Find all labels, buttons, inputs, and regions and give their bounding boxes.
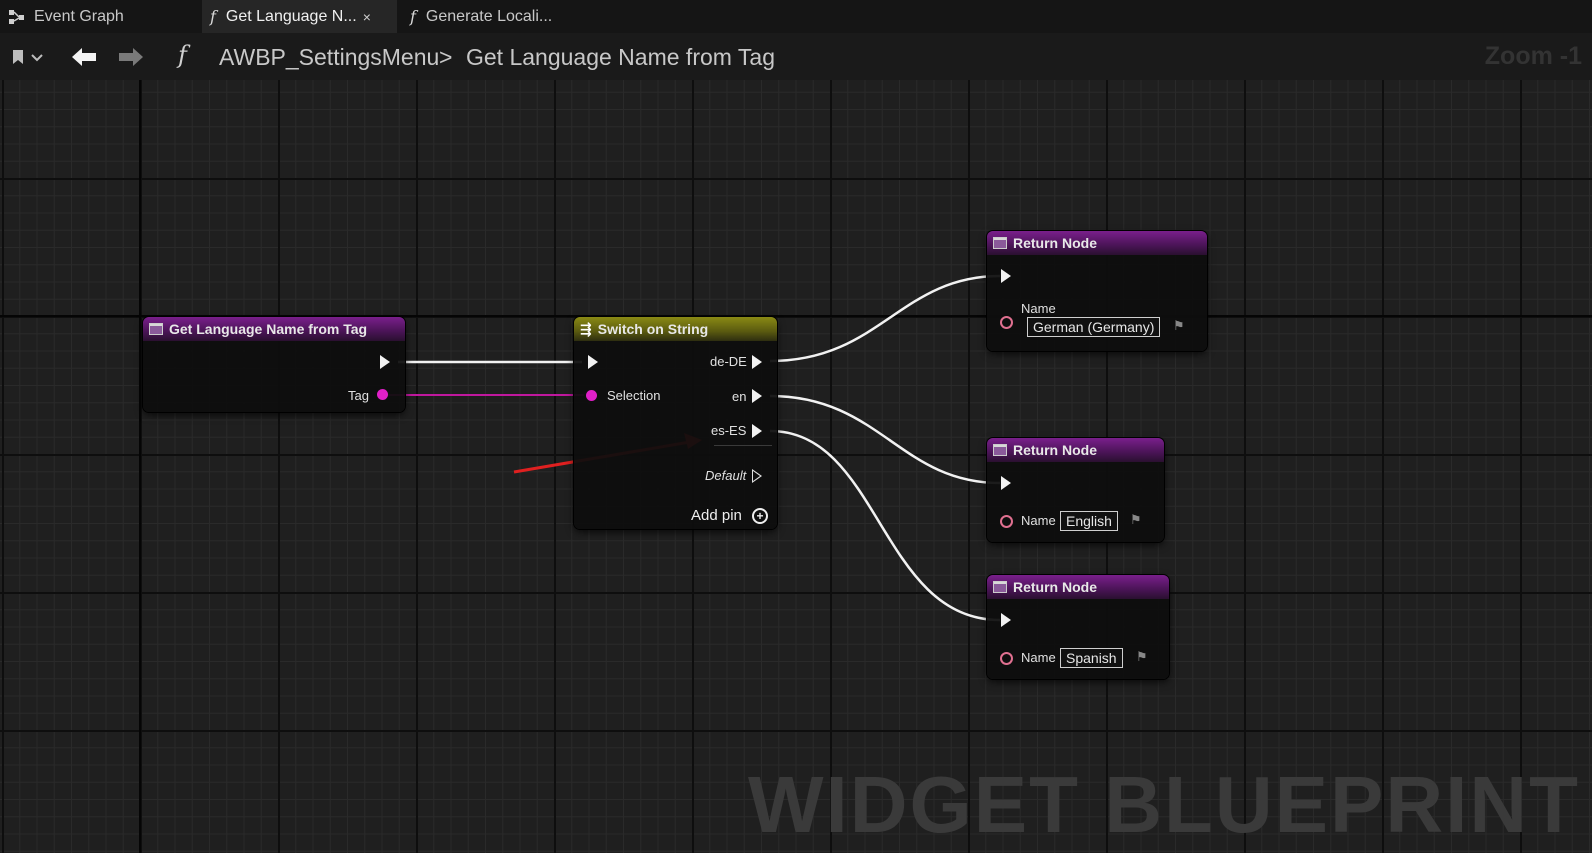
case-en-label: en xyxy=(732,389,747,404)
tag-pin-label: Tag xyxy=(348,388,369,403)
return-node-spanish[interactable]: Return Node Name Spanish ⚑ xyxy=(987,575,1169,679)
name-value-field[interactable]: German (Germany) xyxy=(1027,317,1161,337)
node-title: Return Node xyxy=(1013,579,1097,595)
node-header[interactable]: ⇶ Switch on String xyxy=(574,317,777,341)
name-pin-label: Name xyxy=(1021,513,1056,528)
widget-blueprint-watermark: WIDGET BLUEPRINT xyxy=(748,760,1580,849)
arrow-left-icon xyxy=(72,47,96,66)
divider xyxy=(714,445,772,446)
back-button[interactable] xyxy=(70,33,98,80)
name-input-pin[interactable] xyxy=(1000,316,1013,329)
tab-label: Event Graph xyxy=(34,7,124,25)
graph-toolbar: f AWBP_SettingsMenu > Get Language Name … xyxy=(0,33,1592,80)
function-icon: f xyxy=(210,7,216,26)
node-header[interactable]: Get Language Name from Tag xyxy=(143,317,405,341)
name-pin-label: Name xyxy=(1021,650,1056,665)
localization-flag-icon[interactable]: ⚑ xyxy=(1136,649,1148,664)
node-header[interactable]: Return Node xyxy=(987,438,1164,462)
exec-in-pin[interactable] xyxy=(1001,476,1011,490)
selection-pin-label: Selection xyxy=(607,388,661,403)
exec-in-pin[interactable] xyxy=(588,355,598,369)
case-es-es-pin[interactable] xyxy=(752,424,762,438)
tab-label: Get Language N... xyxy=(225,7,357,25)
bookmark-icon xyxy=(13,49,43,64)
tab-label: Generate Locali... xyxy=(425,7,553,25)
case-en-pin[interactable] xyxy=(752,389,762,403)
origin-axis-horizontal xyxy=(0,315,1592,317)
node-title: Return Node xyxy=(1013,235,1097,251)
tab-bar: Event Graph f Get Language N... × f Gene… xyxy=(0,0,1592,33)
return-node-german[interactable]: Return Node Name German (Germany) ⚑ xyxy=(987,231,1207,351)
return-node-english[interactable]: Return Node Name English ⚑ xyxy=(987,438,1164,542)
bookmark-menu-button[interactable] xyxy=(10,33,46,80)
case-de-de-pin[interactable] xyxy=(752,355,762,369)
breadcrumb-blueprint[interactable]: AWBP_SettingsMenu xyxy=(219,44,440,70)
wires-layer xyxy=(388,274,1001,622)
node-title: Get Language Name from Tag xyxy=(169,321,368,337)
name-pin-label: Name xyxy=(1021,301,1056,316)
switch-on-string-node[interactable]: ⇶ Switch on String Selection de-DE en es… xyxy=(574,317,777,529)
name-input-pin[interactable] xyxy=(1000,652,1013,665)
exec-in-pin[interactable] xyxy=(1001,613,1011,627)
selection-input-pin[interactable] xyxy=(586,390,597,401)
function-entry-node[interactable]: Get Language Name from Tag Tag xyxy=(143,317,405,412)
return-node-icon xyxy=(993,237,1007,249)
tab-event-graph[interactable]: Event Graph xyxy=(0,0,200,33)
tag-output-pin[interactable] xyxy=(377,389,388,400)
default-pin[interactable] xyxy=(752,469,762,483)
forward-button[interactable] xyxy=(117,33,145,80)
return-node-icon xyxy=(993,581,1007,593)
node-header[interactable]: Return Node xyxy=(987,231,1207,255)
name-input-pin[interactable] xyxy=(1000,515,1013,528)
tab-get-language-name[interactable]: f Get Language N... × xyxy=(202,0,397,33)
node-title: Switch on String xyxy=(597,321,709,337)
add-pin-label[interactable]: Add pin xyxy=(691,507,742,524)
arrow-right-icon xyxy=(119,47,143,66)
add-pin-icon[interactable]: + xyxy=(752,508,768,524)
breadcrumb-function[interactable]: Get Language Name from Tag xyxy=(466,44,775,70)
function-icon: f xyxy=(178,41,187,69)
default-pin-label: Default xyxy=(705,468,747,483)
exec-wire-es-es xyxy=(769,429,1001,622)
name-value-field[interactable]: Spanish xyxy=(1060,648,1123,668)
case-es-es-label: es-ES xyxy=(711,423,747,438)
exec-out-pin[interactable] xyxy=(380,355,390,369)
zoom-level: Zoom -1 xyxy=(1484,42,1582,70)
function-node-icon xyxy=(149,323,163,335)
localization-flag-icon[interactable]: ⚑ xyxy=(1130,512,1142,527)
return-node-icon xyxy=(993,444,1007,456)
tab-generate-localization[interactable]: f Generate Locali... xyxy=(402,0,602,33)
switch-icon: ⇶ xyxy=(580,320,592,337)
breadcrumb-separator: > xyxy=(439,44,453,70)
function-icon: f xyxy=(410,7,416,26)
exec-in-pin[interactable] xyxy=(1001,269,1011,283)
close-tab-icon[interactable]: × xyxy=(362,8,371,25)
exec-wire-de-de xyxy=(769,274,1001,363)
origin-axis-vertical xyxy=(139,80,141,853)
node-title: Return Node xyxy=(1013,442,1097,458)
case-de-de-label: de-DE xyxy=(710,354,747,369)
node-header[interactable]: Return Node xyxy=(987,575,1169,599)
graph-canvas[interactable]: Get Language Name from Tag Tag ⇶ Switch … xyxy=(0,80,1592,853)
name-value-field[interactable]: English xyxy=(1060,511,1118,531)
localization-flag-icon[interactable]: ⚑ xyxy=(1173,318,1185,333)
exec-wire-en xyxy=(769,394,1001,485)
event-graph-icon xyxy=(9,9,24,24)
